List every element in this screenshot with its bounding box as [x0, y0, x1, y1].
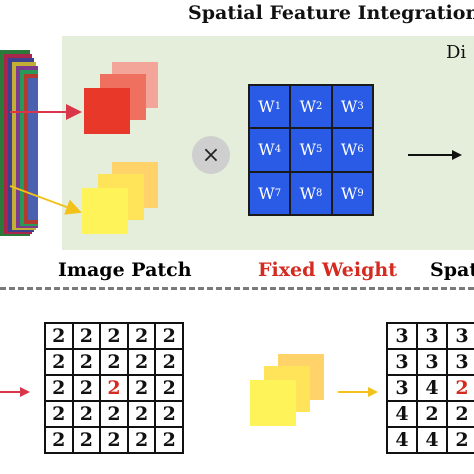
weight-index: 1: [274, 101, 282, 113]
grid-cell: 3: [448, 350, 474, 374]
grid-cell: 2: [128, 376, 155, 400]
grid-cell: 2: [73, 324, 100, 348]
grid-cell: 2: [156, 324, 182, 348]
weight-symbol: W: [258, 97, 275, 117]
grid-cell: 4: [418, 376, 446, 400]
grid-cell: 3: [388, 324, 416, 348]
grid-cell: 2: [46, 376, 72, 400]
grid-cell: 2: [101, 428, 127, 452]
bottom-left-arrow: [0, 387, 30, 397]
weight-symbol: W: [299, 140, 317, 160]
grid-cell: 2: [156, 428, 182, 452]
grid-cell: 3: [448, 324, 474, 348]
weight-index: 4: [274, 144, 282, 156]
weight-symbol: W: [299, 183, 317, 203]
grid-cell: 2: [156, 350, 182, 374]
clipped-label-top-right: Di: [446, 42, 467, 63]
weight-index: 5: [316, 144, 323, 156]
grid-cell: 2: [46, 324, 72, 348]
feature-map-stack: [0, 50, 38, 236]
figure-title: Spatial Feature Integration: [188, 2, 474, 24]
weight-symbol: W: [340, 97, 358, 117]
grid-cell: 3: [388, 350, 416, 374]
grid-cell: 2: [46, 428, 72, 452]
weight-index: 6: [357, 144, 364, 156]
grid-cell: 3: [418, 324, 446, 348]
yellow-patch-stack: [82, 162, 158, 234]
output-arrow: [408, 150, 462, 160]
weight-index: 9: [357, 187, 364, 199]
weight-symbol: W: [258, 140, 275, 160]
section-divider: [0, 287, 474, 290]
grid-cell: 4: [388, 402, 416, 426]
grid-cell: 2: [156, 402, 182, 426]
weight-index: 7: [274, 187, 282, 199]
grid-cell: 2: [418, 402, 446, 426]
grid-cell: 2: [101, 376, 127, 400]
grid-cell: 2: [101, 402, 127, 426]
grid-cell: 2: [73, 376, 100, 400]
grid-cell: 2: [448, 402, 474, 426]
grid-cell: 2: [448, 428, 474, 452]
weight-symbol: W: [299, 97, 317, 117]
grid-cell: 2: [73, 428, 100, 452]
grid-cell: 3: [418, 350, 446, 374]
grid-cell: 2: [448, 376, 474, 400]
weight-index: 3: [357, 101, 364, 113]
grid-cell: 2: [46, 350, 72, 374]
grid-cell: 2: [73, 350, 100, 374]
grid-cell: 2: [101, 324, 127, 348]
weight-symbol: W: [340, 140, 358, 160]
red-patch-stack: [84, 62, 158, 134]
weight-symbol: W: [340, 183, 358, 203]
grid-cell: 2: [128, 350, 155, 374]
multiply-operator: ×: [192, 136, 230, 174]
grid-cell: 2: [101, 350, 127, 374]
weight-index: 8: [316, 187, 323, 199]
grid-cell: 2: [46, 402, 72, 426]
grid-cell: 2: [73, 402, 100, 426]
caption-image-patch: Image Patch: [58, 259, 192, 281]
bottom-yellow-patch-stack: [250, 354, 324, 426]
grid-cell: 2: [156, 376, 182, 400]
grid-cell: 3: [388, 376, 416, 400]
caption-fixed-weight: Fixed Weight: [258, 259, 397, 281]
bottom-yellow-arrow: [338, 387, 378, 397]
grid-cell: 2: [128, 402, 155, 426]
grid-cell: 2: [128, 428, 155, 452]
grid-cell: 2: [128, 324, 155, 348]
grid-cell: 4: [418, 428, 446, 452]
grid-cell: 4: [388, 428, 416, 452]
patch-arrows: [9, 104, 82, 215]
weight-index: 2: [316, 101, 323, 113]
weight-symbol: W: [258, 183, 275, 203]
caption-clipped-right: Spat: [430, 259, 474, 281]
